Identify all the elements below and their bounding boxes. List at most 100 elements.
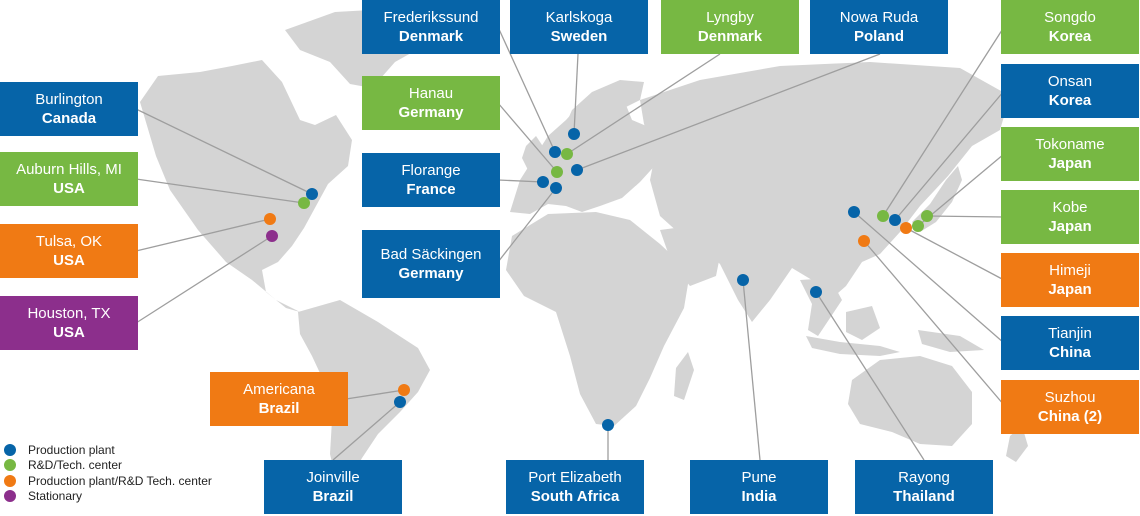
site-marker-burlington — [306, 188, 318, 200]
legend-item-production: Production plant — [4, 442, 212, 458]
leader-line-rayong — [815, 291, 925, 461]
site-marker-himeji — [900, 222, 912, 234]
site-marker-tianjin — [848, 206, 860, 218]
site-marker-lyngby — [561, 148, 573, 160]
leader-line-joinville — [332, 401, 401, 461]
site-marker-florange — [537, 176, 549, 188]
leader-line-florange — [497, 179, 544, 183]
site-city: Houston, TX — [27, 305, 111, 322]
leader-line-lyngby — [566, 53, 721, 155]
site-country: France — [406, 181, 456, 198]
legend-label: Production plant/R&D Tech. center — [28, 473, 212, 488]
legend-label: Production plant — [28, 442, 115, 457]
madagascar-shape — [674, 352, 694, 400]
site-city: Suzhou — [1044, 389, 1096, 406]
site-country: USA — [53, 252, 85, 269]
site-country: USA — [53, 324, 85, 341]
site-city: Burlington — [35, 91, 103, 108]
site-city: Joinville — [306, 469, 360, 486]
leader-line-himeji — [905, 227, 1005, 281]
site-marker-suzhou — [858, 235, 870, 247]
arabia-shape — [660, 226, 720, 286]
site-country: Canada — [41, 110, 97, 127]
site-marker-houston — [266, 230, 278, 242]
scandinavia-shape — [560, 80, 644, 150]
site-marker-tokoname — [912, 220, 924, 232]
leader-line-burlington — [135, 108, 313, 195]
site-country: Japan — [1048, 155, 1092, 172]
site-city: Auburn Hills, MI — [16, 161, 122, 178]
leader-line-frederikssund — [497, 26, 556, 153]
site-marker-americana — [398, 384, 410, 396]
site-city: Himeji — [1049, 262, 1091, 279]
leader-line-tianjin — [853, 211, 1005, 344]
site-city: Tulsa, OK — [35, 233, 103, 250]
site-country: Sweden — [550, 28, 608, 45]
site-city: Songdo — [1044, 9, 1096, 26]
site-country: Brazil — [258, 400, 300, 417]
site-country: Poland — [853, 28, 904, 45]
site-city: Onsan — [1047, 73, 1093, 90]
legend-swatch — [4, 443, 16, 456]
site-country: USA — [53, 180, 85, 197]
leader-line-pune — [742, 279, 761, 461]
site-country: Japan — [1048, 218, 1092, 235]
site-country: China (2) — [1037, 408, 1103, 425]
leader-line-tulsa — [135, 218, 271, 252]
leader-line-songdo — [882, 26, 1005, 217]
site-city: Florange — [401, 162, 461, 179]
site-city: Americana — [243, 381, 315, 398]
leader-line-suzhou — [863, 240, 1005, 406]
site-city: Port Elizabeth — [528, 469, 622, 486]
site-marker-rayong — [810, 286, 822, 298]
site-marker-nowa-ruda — [571, 164, 583, 176]
site-country: Brazil — [312, 488, 354, 505]
site-country: Germany — [398, 104, 464, 121]
indonesia-shape — [806, 336, 900, 356]
leader-line-bad-saeckingen — [497, 187, 557, 263]
site-marker-auburn-hills — [298, 197, 310, 209]
site-country: Denmark — [697, 28, 763, 45]
site-city: Karlskoga — [545, 9, 613, 26]
leader-line-hanau — [497, 102, 558, 173]
site-city: Pune — [741, 469, 777, 486]
site-city: Hanau — [408, 85, 454, 102]
legend-item-stationary: Stationary — [4, 489, 212, 505]
legend-label: R&D/Tech. center — [28, 458, 123, 473]
site-city: Tianjin — [1048, 325, 1092, 342]
site-marker-frederikssund — [549, 146, 561, 158]
site-city: Tokoname — [1035, 136, 1105, 153]
asia-shape — [640, 62, 1010, 322]
africa-shape — [506, 212, 690, 426]
leader-line-karlskoga — [573, 53, 579, 135]
new-zealand-shape — [1006, 426, 1028, 462]
site-label-auburn-hills: Auburn Hills, MI USA — [0, 152, 138, 206]
legend-label: Stationary — [28, 489, 83, 504]
legend-item-rnd: R&D/Tech. center — [4, 458, 212, 474]
leader-line-kobe — [926, 215, 1005, 218]
site-marker-tulsa — [264, 213, 276, 225]
site-marker-karlskoga — [568, 128, 580, 140]
site-marker-kobe — [921, 210, 933, 222]
site-label-tulsa: Tulsa, OK USA — [0, 224, 138, 278]
south-america-shape — [298, 300, 430, 484]
site-city: Lyngby — [706, 9, 754, 26]
site-city: Kobe — [1052, 199, 1088, 216]
site-markers — [264, 128, 933, 431]
site-country: Japan — [1048, 281, 1092, 298]
site-country: Korea — [1048, 28, 1092, 45]
uk-shape — [522, 136, 544, 170]
